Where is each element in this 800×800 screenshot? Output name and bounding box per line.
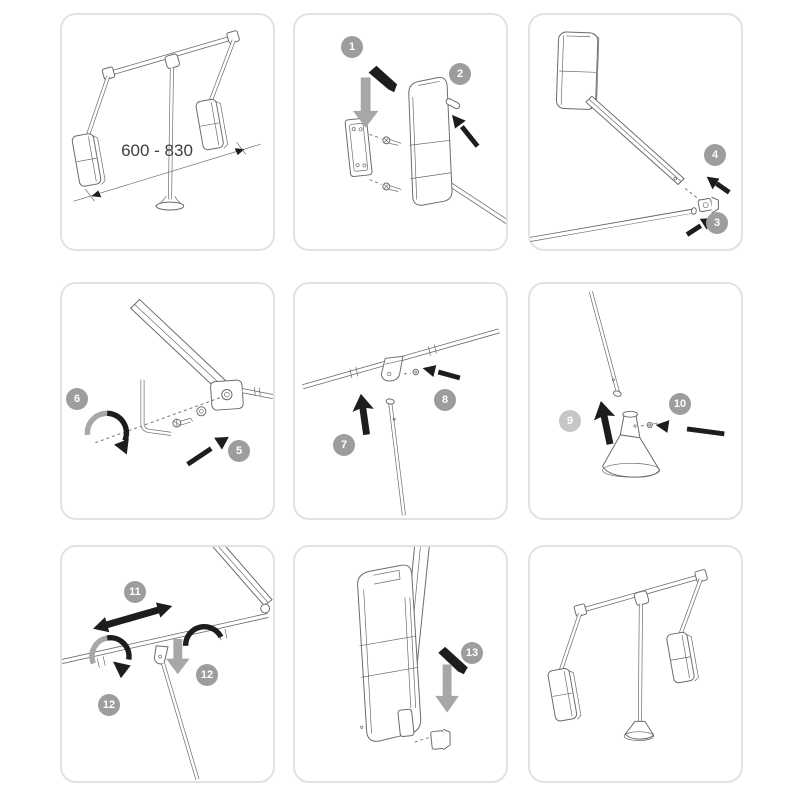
- center-clamp: [164, 53, 180, 69]
- panel-adjust-width-and-tighten: 11 12 12: [60, 545, 275, 783]
- wardrobe-lift-overview-drawing: [71, 30, 261, 211]
- cover-cap-drawing: [357, 547, 468, 751]
- center-rod-drawing: [302, 328, 500, 516]
- left-elbow-joint: [101, 66, 116, 80]
- left-side-unit: [547, 668, 582, 722]
- panel-slide-cover-cap: 13: [293, 545, 508, 783]
- up-left-arrow-icon: [452, 114, 480, 148]
- up-arrow-icon: [352, 393, 374, 436]
- cone-foot: [602, 410, 661, 478]
- flat-arm: [212, 547, 273, 614]
- vertical-rod: [161, 662, 200, 780]
- release-pin: [445, 98, 461, 110]
- foot-screw: [640, 422, 658, 429]
- rail: [530, 207, 697, 242]
- allen-key-drawing: [84, 298, 273, 467]
- screw: [172, 417, 193, 428]
- right-arm: [208, 39, 236, 103]
- center-clamp: [153, 645, 169, 665]
- left-arrow-icon: [655, 420, 725, 437]
- center-clamp: [633, 590, 650, 606]
- rotate-arrow-right-icon: [166, 623, 224, 675]
- mounting-plate: [344, 117, 373, 177]
- suction-foot: [154, 195, 185, 211]
- step-badge: 9: [559, 410, 581, 432]
- step-badge: 7: [333, 434, 355, 456]
- press-arrow-icon: [438, 646, 468, 675]
- step-badge: 12: [98, 694, 120, 716]
- step-badge: 6: [66, 388, 88, 410]
- rail: [442, 178, 506, 224]
- right-arm: [678, 578, 703, 636]
- step-badge: 8: [434, 389, 456, 411]
- vertical-rod: [588, 291, 622, 397]
- rotate-arrow-icon: [84, 410, 130, 455]
- left-elbow-joint: [573, 603, 588, 617]
- foot-cone-drawing: [588, 291, 725, 478]
- step-badge: 5: [228, 440, 250, 462]
- dimension-line: [73, 141, 261, 202]
- step-badge: 11: [124, 581, 146, 603]
- panel-attach-arm-connector: 4 3: [528, 13, 743, 251]
- right-side-unit: [195, 98, 228, 151]
- up-arrow-icon: [593, 401, 616, 445]
- left-arm: [558, 612, 582, 672]
- up-right-arrow-icon: [186, 436, 229, 467]
- panel-mount-wall-plate: 1 2: [293, 13, 508, 251]
- spacer: [196, 406, 207, 417]
- step-badge: 12: [196, 664, 218, 686]
- down-arrow-icon: [352, 77, 379, 128]
- left-side-unit: [71, 133, 106, 187]
- panel-insert-center-rod: 7 8: [293, 282, 508, 520]
- clamp-screw: [403, 368, 419, 376]
- center-rod: [167, 67, 174, 200]
- panel-final-assembly: [528, 545, 743, 783]
- left-arm: [85, 75, 110, 138]
- vertical-rod: [385, 398, 406, 516]
- axis-dashes: [95, 396, 224, 444]
- step-badge: 1: [341, 36, 363, 58]
- arm-end-block: [210, 379, 273, 411]
- double-arrow-icon: [93, 602, 173, 633]
- allen-key: [140, 379, 172, 436]
- side-unit-body: [408, 76, 461, 206]
- step-badge: 2: [449, 63, 471, 85]
- rotate-arrow-left-icon: [89, 635, 132, 679]
- arm-connector-drawing: [530, 31, 731, 242]
- cone-foot: [623, 720, 655, 741]
- wall-plate-drawing: [344, 65, 506, 224]
- panel-overview-dimensions: 600 - 830: [60, 13, 275, 251]
- dimension-label: 600 - 830: [121, 141, 193, 160]
- adjustment-drawing: [62, 547, 273, 780]
- right-elbow-joint: [694, 569, 708, 583]
- screw-bottom: [369, 179, 402, 192]
- right-side-unit: [666, 631, 699, 684]
- side-unit-body: [357, 564, 422, 742]
- panel-fix-with-allen-key: 6 5: [60, 282, 275, 520]
- panel-attach-foot-cone: 9 10: [528, 282, 743, 520]
- up-left-arrow-icon: [706, 176, 731, 195]
- step-badge: 10: [669, 393, 691, 415]
- cover-cap: [430, 728, 451, 751]
- corner-connector: [697, 196, 719, 214]
- flat-arm: [130, 298, 227, 391]
- center-rod: [637, 603, 643, 724]
- down-arrow-icon: [435, 664, 459, 713]
- alignment-dashes: [414, 736, 431, 743]
- rail: [62, 613, 269, 668]
- step-badge: 3: [706, 212, 728, 234]
- center-clamp: [380, 355, 404, 382]
- side-unit-body: [555, 31, 600, 110]
- left-arrow-icon: [422, 365, 461, 381]
- screw-top: [369, 134, 402, 146]
- step-badge: 4: [704, 144, 726, 166]
- final-assembly-drawing: [547, 569, 708, 741]
- flat-arm: [585, 95, 685, 185]
- step-badge: 13: [461, 642, 483, 664]
- press-arrow-icon: [368, 65, 398, 93]
